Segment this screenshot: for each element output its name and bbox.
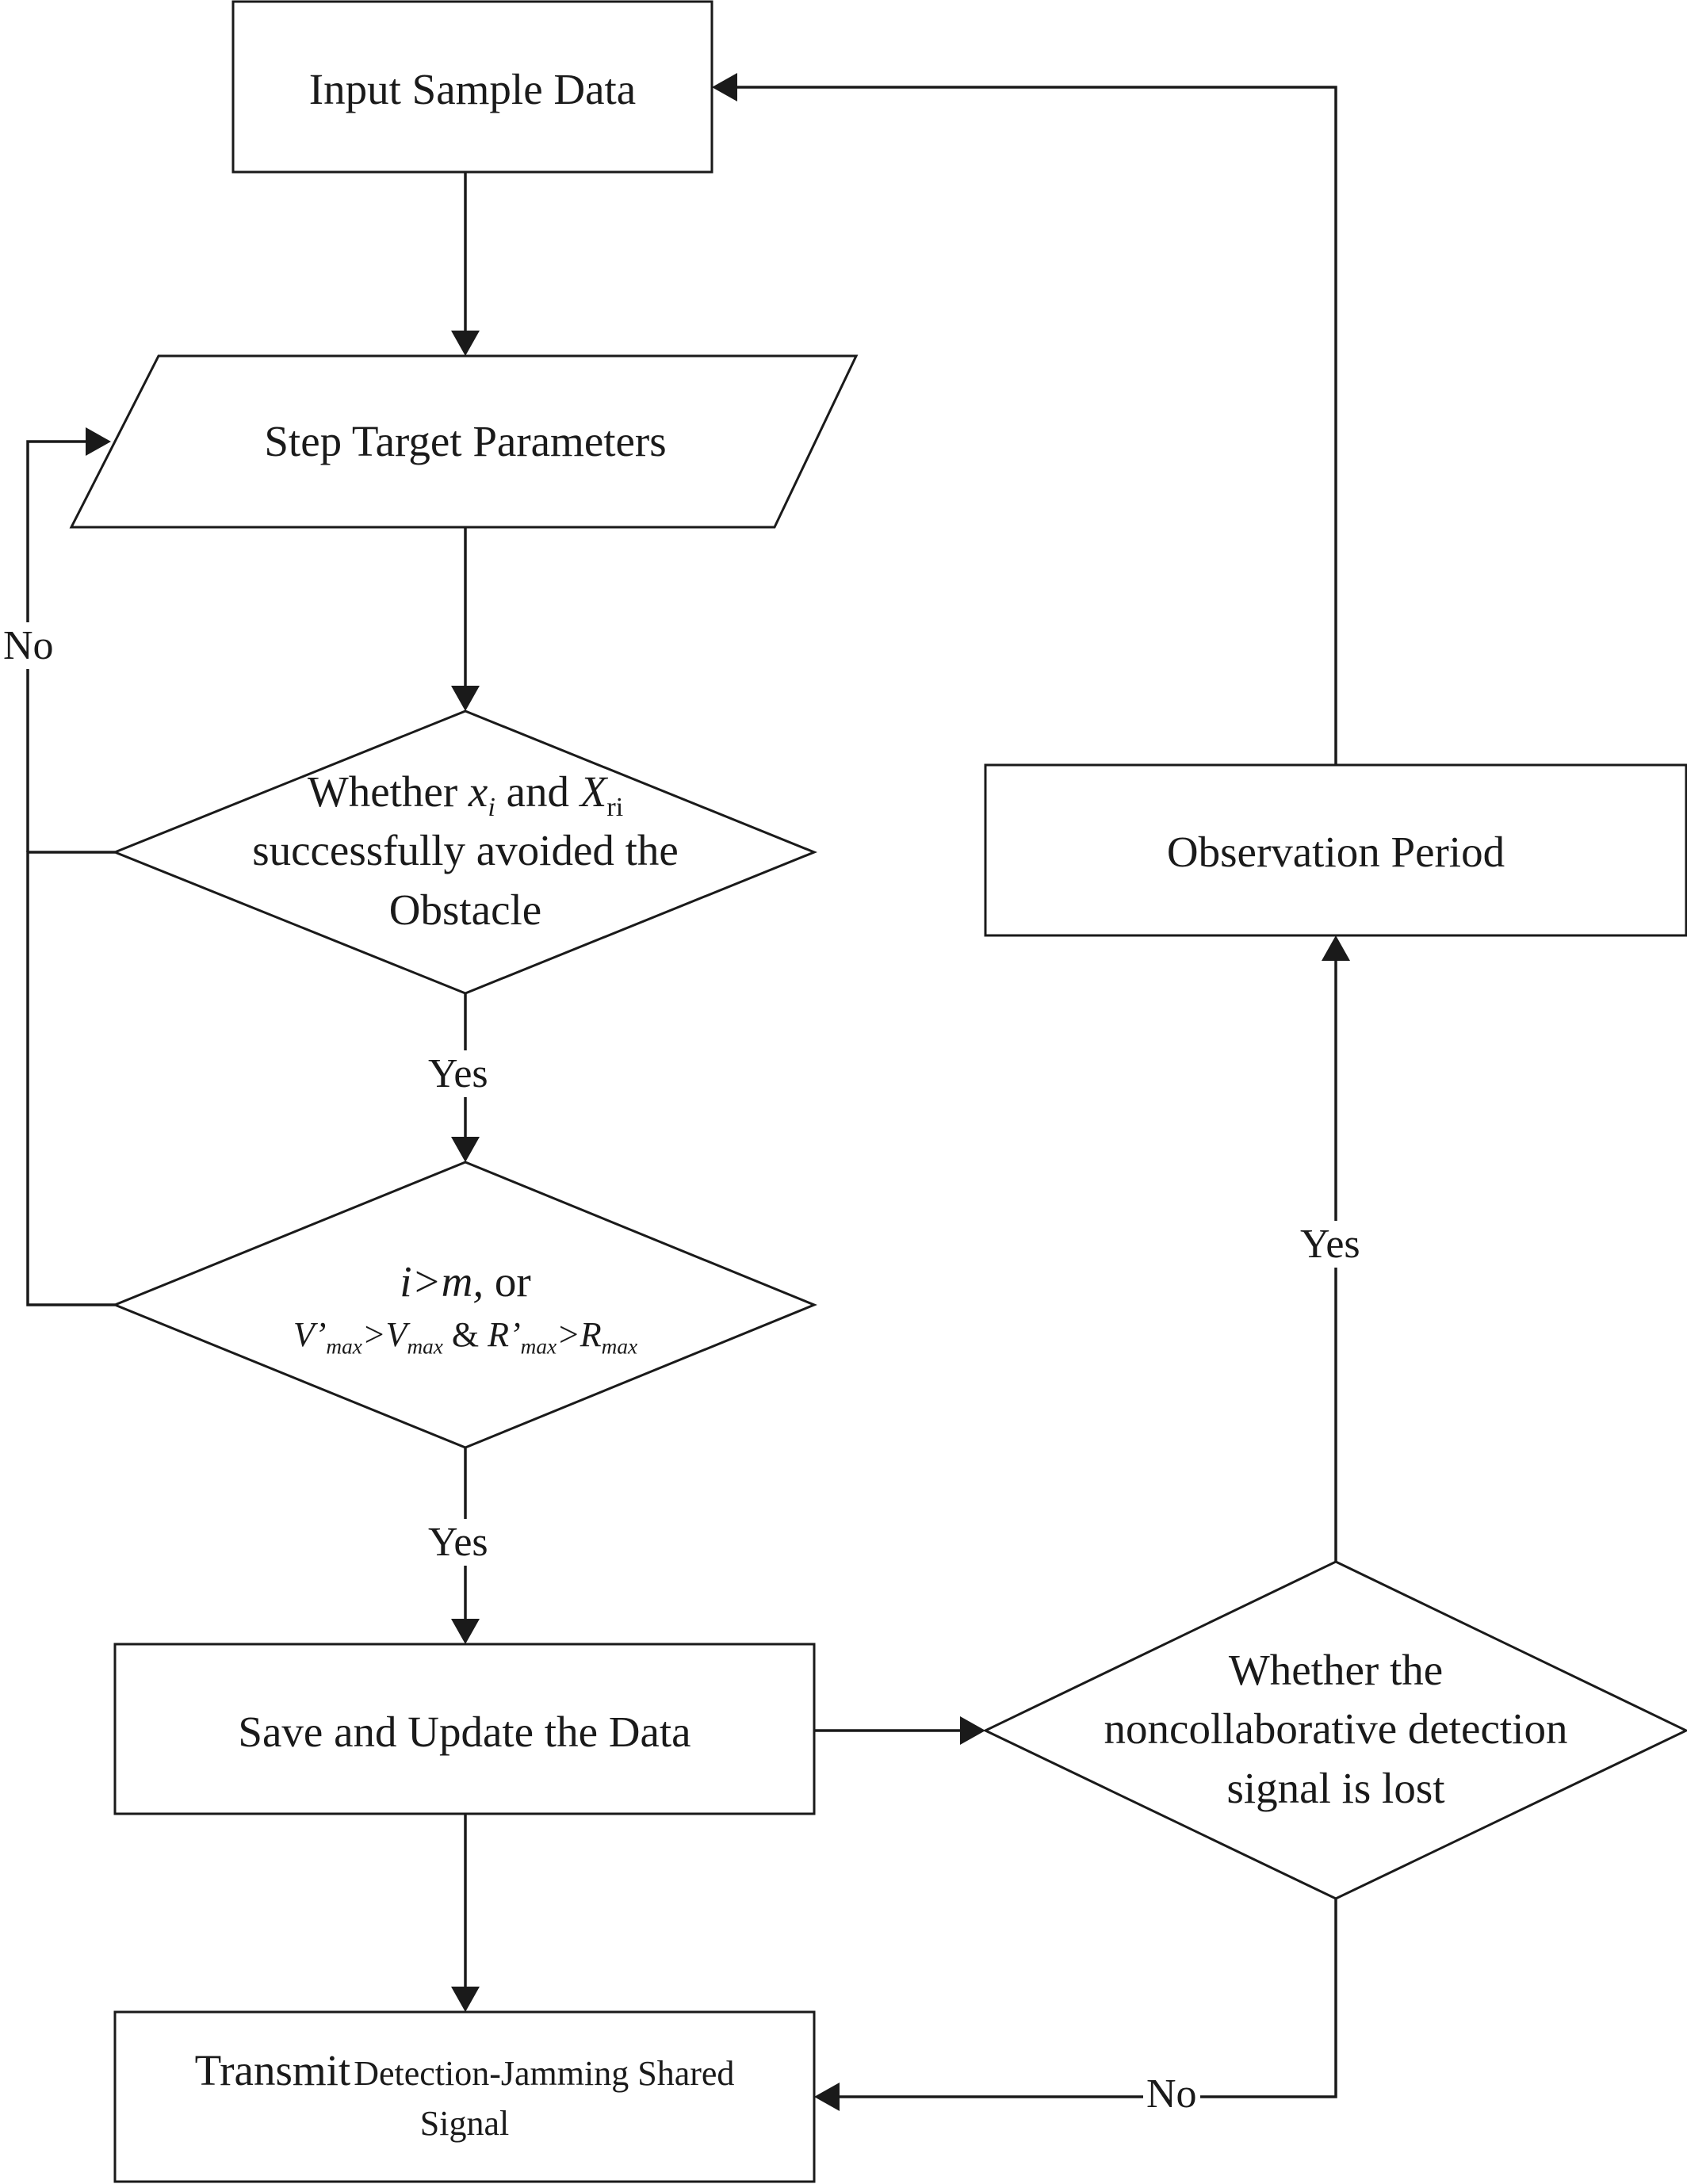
arrow-into-condition <box>451 1137 480 1162</box>
arrow-into-transmit-right <box>814 2083 840 2111</box>
connector-no-loop-up <box>26 440 87 852</box>
edge-label-yes-right: Yes <box>1297 1221 1364 1268</box>
observe-label: Observation Period <box>985 823 1686 882</box>
lost-line-2: noncollaborative detection <box>1104 1704 1568 1754</box>
arrow-into-step-left <box>86 427 111 456</box>
arrow-into-avoid <box>451 686 480 711</box>
observe-text: Observation Period <box>1166 828 1505 876</box>
step-text: Step Target Parameters <box>264 417 667 465</box>
arrow-into-step <box>451 331 480 356</box>
save-box <box>113 1643 816 1815</box>
arrow-into-save <box>451 1619 480 1644</box>
input-label: Input Sample Data <box>233 60 712 119</box>
x-variable: x <box>468 767 488 816</box>
edge-label-yes-1: Yes <box>425 1050 492 1097</box>
connector-lost-transmit <box>839 1899 1337 2098</box>
avoid-label: Whether xi and Xri successfully avoided … <box>159 763 772 939</box>
lost-line-1: Whether the <box>1228 1646 1444 1694</box>
arrow-into-lost <box>960 1716 985 1745</box>
step-parallelogram <box>69 354 859 529</box>
transmit-line-2: Signal <box>419 2104 510 2144</box>
arrow-into-transmit <box>451 1987 480 2012</box>
transmit-label: Transmit Detection-Jamming Shared Signal <box>115 2041 814 2148</box>
arrow-into-input <box>712 73 737 101</box>
X-variable: X <box>580 767 607 816</box>
edge-label-no-left: No <box>0 622 57 669</box>
lost-line-3: signal is lost <box>1226 1763 1445 1812</box>
lost-label: Whether the noncollaborative detection s… <box>1031 1641 1641 1818</box>
input-text: Input Sample Data <box>308 65 637 113</box>
arrow-into-observe <box>1322 935 1350 961</box>
observe-box <box>984 763 1687 937</box>
condition-label: i>m, or V’max>Vmax & R’max>Rmax <box>159 1253 772 1359</box>
avoid-line-1: Whether xi and Xri <box>307 767 624 822</box>
input-box <box>231 0 713 174</box>
transmit-line-1: Transmit Detection-Jamming Shared <box>194 2046 735 2094</box>
save-label: Save and Update the Data <box>115 1703 814 1761</box>
avoid-line-3: Obstacle <box>388 885 542 934</box>
transmit-box <box>113 2010 816 2183</box>
connector-observe-input <box>736 86 1337 765</box>
edge-label-yes-2: Yes <box>425 1519 492 1566</box>
condition-line-1: i>m, or <box>400 1257 531 1306</box>
avoid-line-2: successfully avoided the <box>252 826 679 875</box>
edge-label-no-bottom: No <box>1143 2071 1200 2117</box>
condition-line-2: V’max>Vmax & R’max>Rmax <box>293 1315 638 1359</box>
save-text: Save and Update the Data <box>238 1708 691 1756</box>
connector-no-loop <box>26 851 115 1306</box>
step-label: Step Target Parameters <box>111 412 820 471</box>
